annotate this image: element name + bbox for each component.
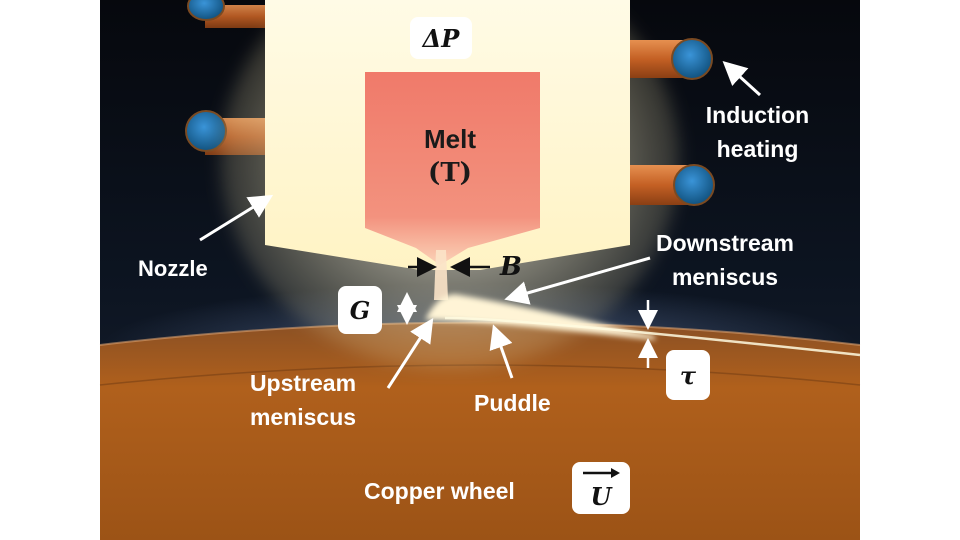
downstream-line2: meniscus bbox=[671, 264, 779, 290]
b-symbol: B bbox=[500, 252, 522, 282]
tau-symbol: τ bbox=[679, 360, 697, 390]
g-symbol: G bbox=[349, 295, 371, 325]
downstream-arrow bbox=[504, 256, 651, 305]
vector-arrow-icon bbox=[583, 468, 620, 478]
nozzle-arrow bbox=[199, 194, 274, 242]
delta-p-label: ΔP bbox=[422, 23, 460, 53]
ribbon bbox=[444, 316, 861, 357]
induction-line1: Induction bbox=[705, 102, 810, 128]
upstream-line1: Upstream bbox=[249, 370, 357, 396]
induction-heating-label: Induction heating bbox=[690, 98, 825, 166]
g-box: G bbox=[338, 286, 382, 334]
melt-region bbox=[365, 72, 540, 265]
downstream-line1: Downstream bbox=[655, 230, 795, 256]
puddle-arrow bbox=[489, 324, 514, 379]
melt-label: Melt (T) bbox=[395, 122, 505, 190]
melt-stream bbox=[434, 250, 448, 300]
induction-coil-front bbox=[630, 38, 715, 206]
downstream-meniscus-label: Downstream meniscus bbox=[640, 226, 810, 294]
upstream-arrow bbox=[386, 317, 434, 389]
melt-label-line1: Melt bbox=[424, 124, 476, 154]
upstream-meniscus-label: Upstream meniscus bbox=[238, 366, 368, 434]
u-vector-box: U bbox=[572, 462, 630, 514]
delta-p-box: ΔP bbox=[410, 17, 472, 59]
induction-arrow bbox=[722, 60, 762, 97]
tau-box: τ bbox=[666, 350, 710, 400]
upstream-line2: meniscus bbox=[249, 404, 357, 430]
puddle-label: Puddle bbox=[474, 390, 551, 416]
melt-label-line2: (T) bbox=[428, 158, 472, 188]
induction-line2: heating bbox=[716, 136, 799, 162]
nozzle-label: Nozzle bbox=[138, 256, 208, 281]
copper-wheel-label: Copper wheel bbox=[364, 478, 515, 504]
u-symbol: U bbox=[590, 481, 612, 511]
